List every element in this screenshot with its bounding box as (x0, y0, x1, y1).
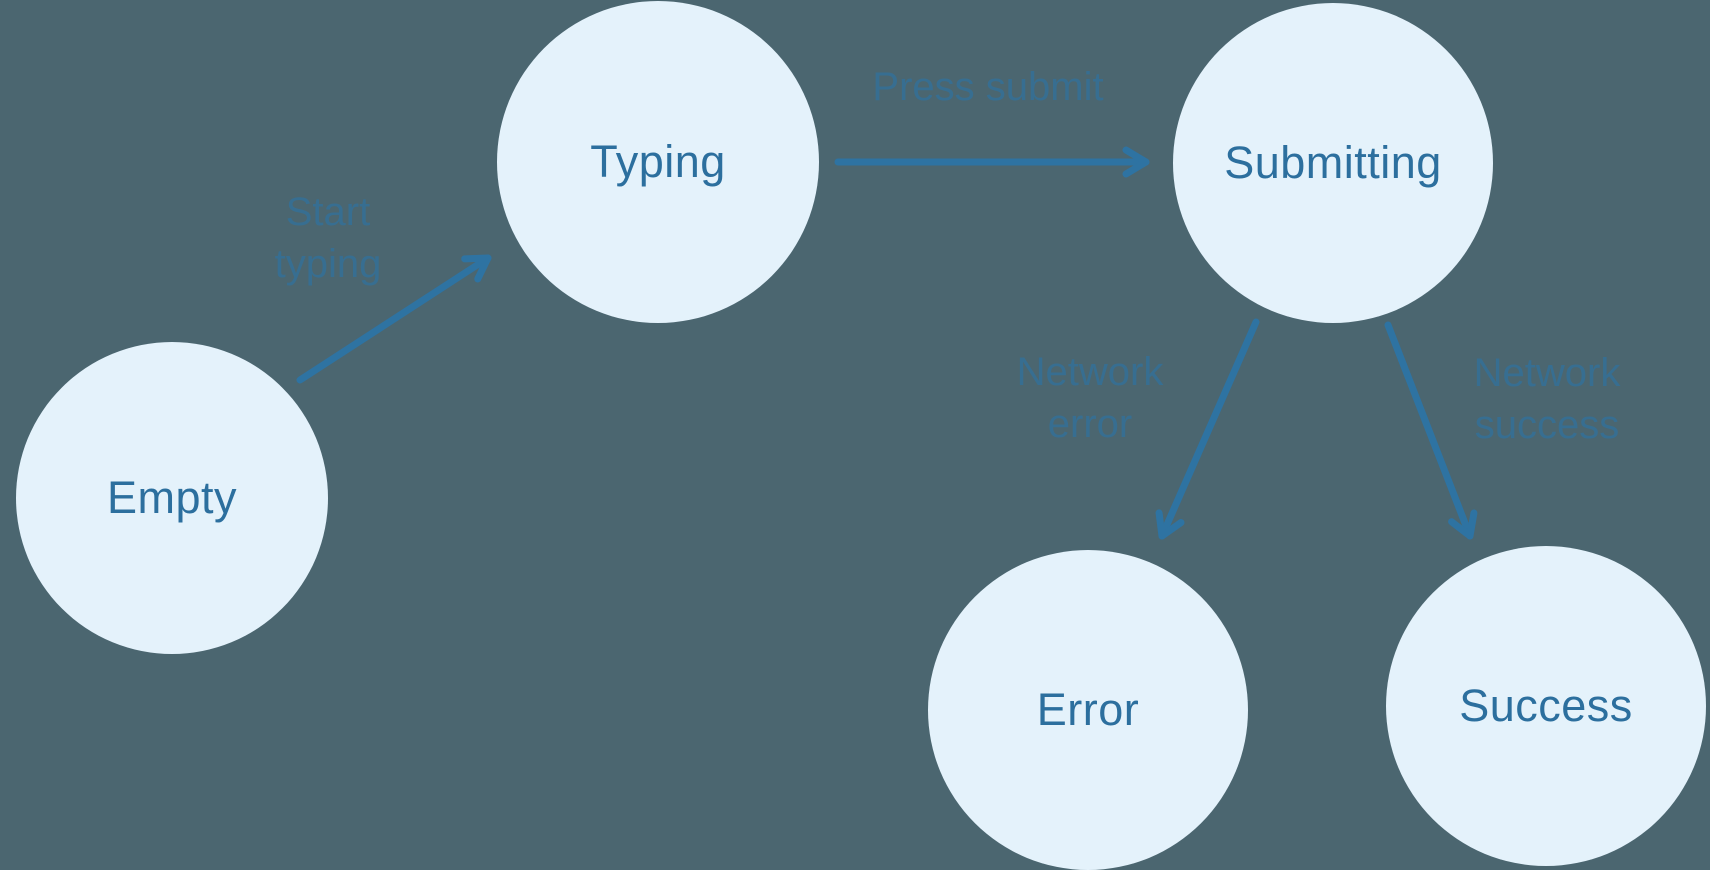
state-label-empty: Empty (106, 472, 238, 523)
edge-submitting-to-success (1384, 321, 1478, 540)
edge-submitting-to-error (1155, 318, 1260, 540)
state-label-error: Error (1036, 684, 1140, 735)
state-label-typing: Typing (590, 136, 726, 187)
edge-label-network-success: Network success (1473, 351, 1621, 447)
state-label-submitting: Submitting (1224, 137, 1442, 188)
edge-label-start-typing: Start typing (274, 190, 382, 286)
edge-label-press-submit: Press submit (872, 65, 1104, 109)
edge-label-network-error: Network error (1016, 350, 1164, 446)
state-node-success: Success (1386, 546, 1706, 866)
state-label-success: Success (1459, 680, 1633, 731)
state-node-typing: Typing (497, 1, 819, 323)
state-node-empty: Empty (16, 342, 328, 654)
state-node-submitting: Submitting (1173, 3, 1493, 323)
state-node-error: Error (928, 550, 1248, 870)
